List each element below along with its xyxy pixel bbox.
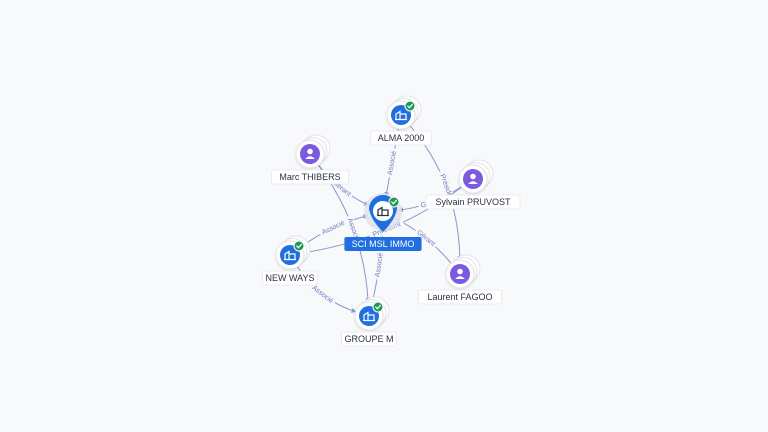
node-label: ALMA 2000: [378, 133, 425, 143]
node-label-box: [418, 289, 502, 305]
verified-check-icon: [388, 196, 400, 208]
node-label-box: [270, 169, 349, 185]
person-head-glyph: [457, 268, 463, 275]
graph-node-marc[interactable]: Marc THIBERS: [270, 134, 349, 185]
center-node-label: SCI MSL IMMO: [352, 239, 415, 249]
building-glyph: [395, 110, 407, 121]
graph-node-sylvain[interactable]: Sylvain PRUVOST: [425, 159, 521, 210]
verified-check-icon: [404, 100, 416, 112]
edge-label: Associé: [374, 252, 384, 277]
verified-check-icon: [293, 240, 305, 252]
person-body-glyph: [468, 181, 478, 184]
edge-label-halo: [308, 282, 337, 307]
edge-label: Associé: [321, 220, 346, 237]
node-label: GROUPE M: [344, 334, 393, 344]
graph-node-alma[interactable]: ALMA 2000: [370, 95, 432, 146]
person-body-glyph: [455, 276, 465, 279]
node-label: NEW WAYS: [266, 273, 315, 283]
edge-label-halo: [318, 217, 349, 238]
center-node-label-box: [344, 237, 422, 251]
person-body-glyph: [305, 156, 315, 159]
edge-label: Associé: [311, 284, 335, 305]
edge-label-halo: [385, 147, 399, 179]
node-label-box: [370, 130, 432, 146]
edge-label-halo: [373, 249, 386, 280]
person-head-glyph: [470, 173, 476, 180]
node-label-box: [425, 194, 521, 210]
building-glyph: [363, 311, 375, 322]
node-label: Marc THIBERS: [279, 172, 340, 182]
center-node[interactable]: SCI MSL IMMO: [344, 193, 422, 251]
graph-node-newways[interactable]: NEW WAYS: [262, 235, 318, 286]
edge-label-halo: [413, 227, 439, 250]
verified-check-icon: [372, 301, 384, 313]
node-label: Laurent FAGOO: [427, 292, 492, 302]
node-label-box: [341, 331, 397, 347]
building-glyph: [284, 250, 296, 261]
node-label: Sylvain PRUVOST: [435, 197, 511, 207]
building-icon: [377, 206, 389, 217]
graph-node-groupem[interactable]: GROUPE M: [341, 296, 397, 347]
person-head-glyph: [307, 148, 313, 155]
graph-node-laurent[interactable]: Laurent FAGOO: [418, 254, 502, 305]
node-label-box: [262, 270, 318, 286]
edge-label: Associé: [387, 150, 398, 175]
